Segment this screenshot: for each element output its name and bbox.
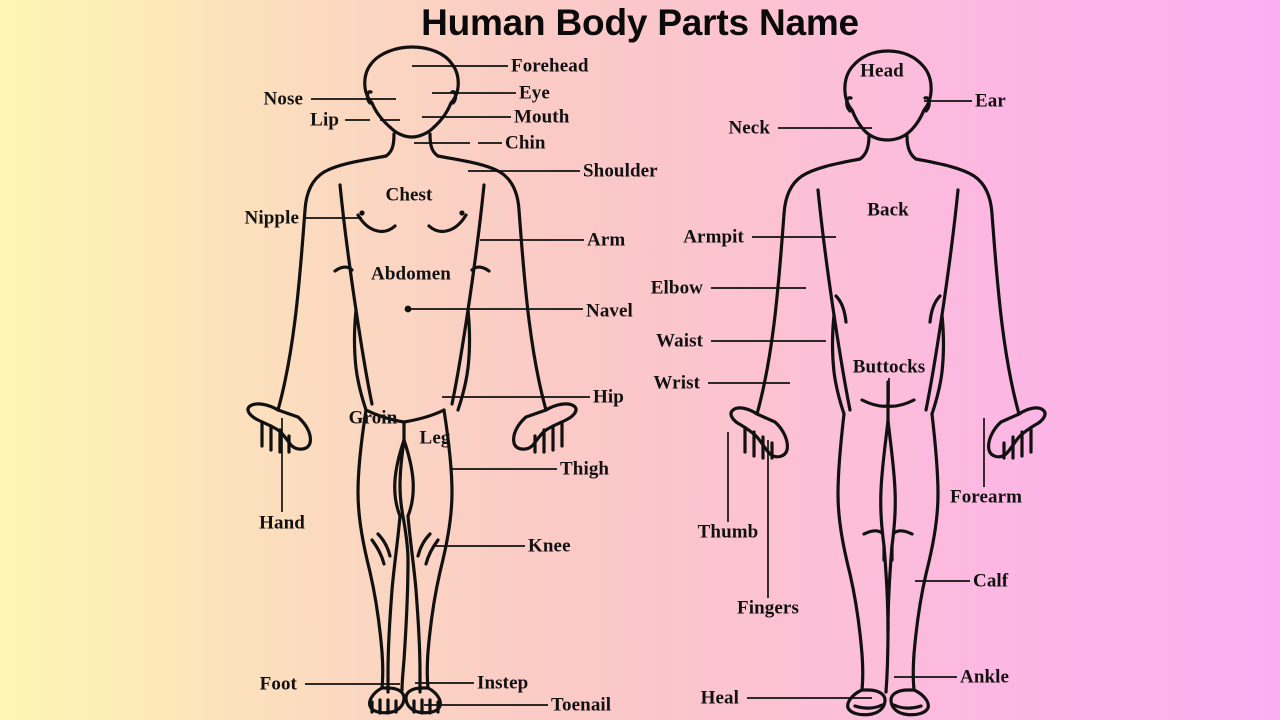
label-ear: Ear (975, 90, 1006, 112)
label-wrist: Wrist (653, 372, 700, 394)
label-arm: Arm (587, 229, 626, 251)
page-title: Human Body Parts Name (421, 2, 859, 43)
label-groin: Groin (348, 407, 398, 429)
label-nose: Nose (263, 88, 303, 110)
label-chin: Chin (505, 132, 546, 154)
label-ankle: Ankle (960, 666, 1010, 688)
label-head: Head (860, 60, 904, 82)
label-forehead: Forehead (511, 55, 589, 77)
label-foot: Foot (259, 673, 297, 695)
label-mouth: Mouth (514, 106, 570, 128)
label-shoulder: Shoulder (583, 160, 658, 182)
label-thigh: Thigh (560, 458, 610, 480)
label-abdomen: Abdomen (371, 263, 451, 285)
label-armpit: Armpit (683, 226, 744, 248)
label-elbow: Elbow (650, 277, 703, 299)
label-back: Back (867, 199, 909, 221)
label-leg: Leg (419, 427, 451, 449)
label-neck: Neck (728, 117, 770, 139)
label-lip: Lip (310, 109, 339, 131)
label-eye: Eye (519, 82, 550, 104)
label-waist: Waist (656, 330, 703, 352)
label-forearm: Forearm (950, 486, 1023, 508)
label-hand: Hand (259, 512, 305, 534)
label-calf: Calf (973, 570, 1009, 592)
label-nipple: Nipple (244, 207, 299, 229)
label-instep: Instep (477, 672, 529, 694)
label-hip: Hip (593, 386, 624, 408)
label-buttocks: Buttocks (852, 356, 926, 378)
label-heal: Heal (700, 687, 739, 709)
label-chest: Chest (385, 184, 433, 206)
label-fingers: Fingers (737, 597, 799, 619)
label-knee: Knee (528, 535, 571, 557)
label-navel: Navel (586, 300, 633, 322)
label-thumb: Thumb (697, 521, 759, 543)
label-toenail: Toenail (551, 694, 612, 716)
